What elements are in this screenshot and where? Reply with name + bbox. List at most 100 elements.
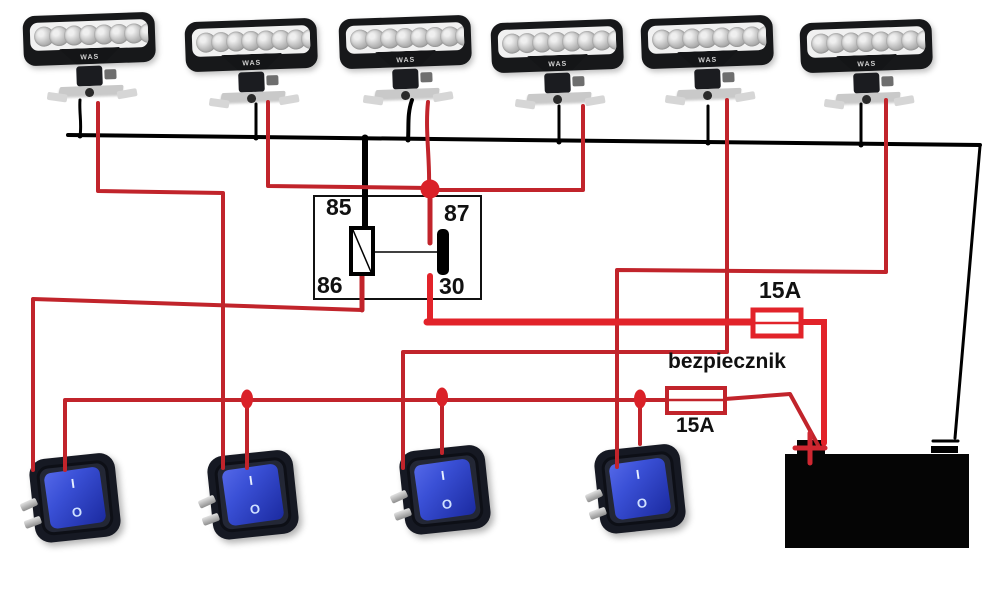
switch-on-mark: I <box>70 475 76 492</box>
rocker-face: I O <box>608 457 672 521</box>
lamp-housing: WAS <box>184 17 319 73</box>
lamp-bracket-foot <box>208 97 230 109</box>
lamp-bolt <box>420 72 433 83</box>
lamp-mount <box>801 69 935 120</box>
lamp-brand-label: WAS <box>242 59 262 67</box>
lamp-brand-label: WAS <box>698 56 718 64</box>
lamp-mount <box>642 65 776 116</box>
main-fuse-label: 15A <box>759 277 802 303</box>
switch-housing: I O <box>592 442 688 536</box>
switch3-junction-dot <box>436 387 448 407</box>
relay-86-to-switch1-wire <box>31 297 364 472</box>
lamp-housing: WAS <box>22 11 157 67</box>
lamp-hub <box>400 90 411 101</box>
lamp-housing: WAS <box>799 18 934 74</box>
ground-junction-dots <box>77 133 864 148</box>
rocker-face: I O <box>221 463 285 527</box>
battery-ground-wire <box>953 144 982 440</box>
lamp-post <box>694 68 721 90</box>
lamp-housing: WAS <box>640 14 775 70</box>
relay-pin-85-label: 85 <box>326 194 352 220</box>
lamp3-feed-wire <box>425 100 432 188</box>
switch-off-mark: O <box>70 504 84 521</box>
switch-on-mark: I <box>248 472 254 489</box>
ground-bus-wire <box>66 133 982 147</box>
rocker-switch-1: I O <box>19 447 124 548</box>
relay-pin-87-label: 87 <box>444 200 470 226</box>
lamp-brand-label: WAS <box>548 60 568 68</box>
lamp6-to-switch4-wire <box>615 98 888 469</box>
switch-housing: I O <box>205 448 301 542</box>
lamp-post <box>76 65 103 87</box>
switch-bezel: I O <box>405 451 485 529</box>
lamp-bracket-foot <box>362 94 384 106</box>
lamp-bolt <box>881 76 894 87</box>
lamp-bracket-foot <box>514 98 536 110</box>
switch-off-mark: O <box>440 496 454 513</box>
lamp-lens <box>191 24 311 58</box>
switch4-junction-dot <box>634 389 646 409</box>
lamp-lens <box>345 21 465 55</box>
led-lamp-6: WAS <box>799 18 935 120</box>
switch-on-mark: I <box>440 467 446 484</box>
lamp-hub <box>702 90 713 101</box>
battery-minus-terminal <box>931 446 958 453</box>
rocker-switch-4: I O <box>584 438 689 539</box>
main-fuse-symbol <box>750 307 804 339</box>
rocker-switch-3: I O <box>389 439 494 540</box>
lamp-lens <box>29 18 149 52</box>
lamp-post <box>853 72 880 94</box>
led-lamp-4: WAS <box>490 18 626 120</box>
lamp-hub <box>84 87 95 98</box>
lamp-mount <box>186 68 320 119</box>
lamp-hub <box>246 93 257 104</box>
lamp-lens <box>497 25 617 59</box>
switch-bezel: I O <box>600 450 680 528</box>
relay-pin-30-label: 30 <box>439 273 465 299</box>
lamp-post <box>544 72 571 94</box>
switch2-junction-dot <box>241 389 253 409</box>
rocker-face: I O <box>413 458 477 522</box>
switch-bezel: I O <box>213 456 293 534</box>
fuse-to-battery-plus-wire <box>723 392 820 447</box>
switch-off-mark: O <box>248 501 262 518</box>
lamp-hub <box>861 94 872 105</box>
lamp-lens <box>647 21 767 55</box>
fuse-to-battery-thick-wire <box>796 319 827 446</box>
led-lamp-2: WAS <box>184 17 320 119</box>
lamp-mount <box>492 69 626 120</box>
rocker-switch-2: I O <box>197 444 302 545</box>
lamp-mount <box>24 62 158 113</box>
lamp-mount <box>340 65 474 116</box>
switch-housing: I O <box>27 451 123 545</box>
lamp-bolt <box>572 76 585 87</box>
lamp-bracket-foot <box>664 94 686 106</box>
led-lamp-1: WAS <box>22 11 158 113</box>
lamp-bolt <box>104 69 117 80</box>
relay-pin-86-label: 86 <box>317 272 343 298</box>
lamp-lens <box>806 25 926 59</box>
lamp1-to-switch2-wire <box>96 101 225 470</box>
led-lamp-3: WAS <box>338 14 474 116</box>
fuse-caption-label: bezpiecznik <box>668 350 786 373</box>
switch-fuse-label: 15A <box>676 414 715 437</box>
switch-fuse-symbol <box>665 386 727 415</box>
lamp-hub <box>552 94 563 105</box>
lamp-bracket-foot <box>823 98 845 110</box>
lamp-housing: WAS <box>490 18 625 74</box>
lamp-brand-label: WAS <box>857 60 877 68</box>
switch-housing: I O <box>397 443 493 537</box>
lamp-post <box>392 68 419 90</box>
lamp-housing: WAS <box>338 14 473 70</box>
ground-bus-wiring <box>66 98 982 443</box>
battery <box>785 454 969 548</box>
switch-supply-bus-wire <box>63 398 669 472</box>
lamp-bolt <box>266 75 279 86</box>
lamp-bolt <box>722 72 735 83</box>
lamp-brand-label: WAS <box>80 53 100 61</box>
led-lamp-5: WAS <box>640 14 776 116</box>
switch-on-mark: I <box>635 466 641 483</box>
switch-bezel: I O <box>35 459 115 537</box>
rocker-face: I O <box>43 466 107 530</box>
